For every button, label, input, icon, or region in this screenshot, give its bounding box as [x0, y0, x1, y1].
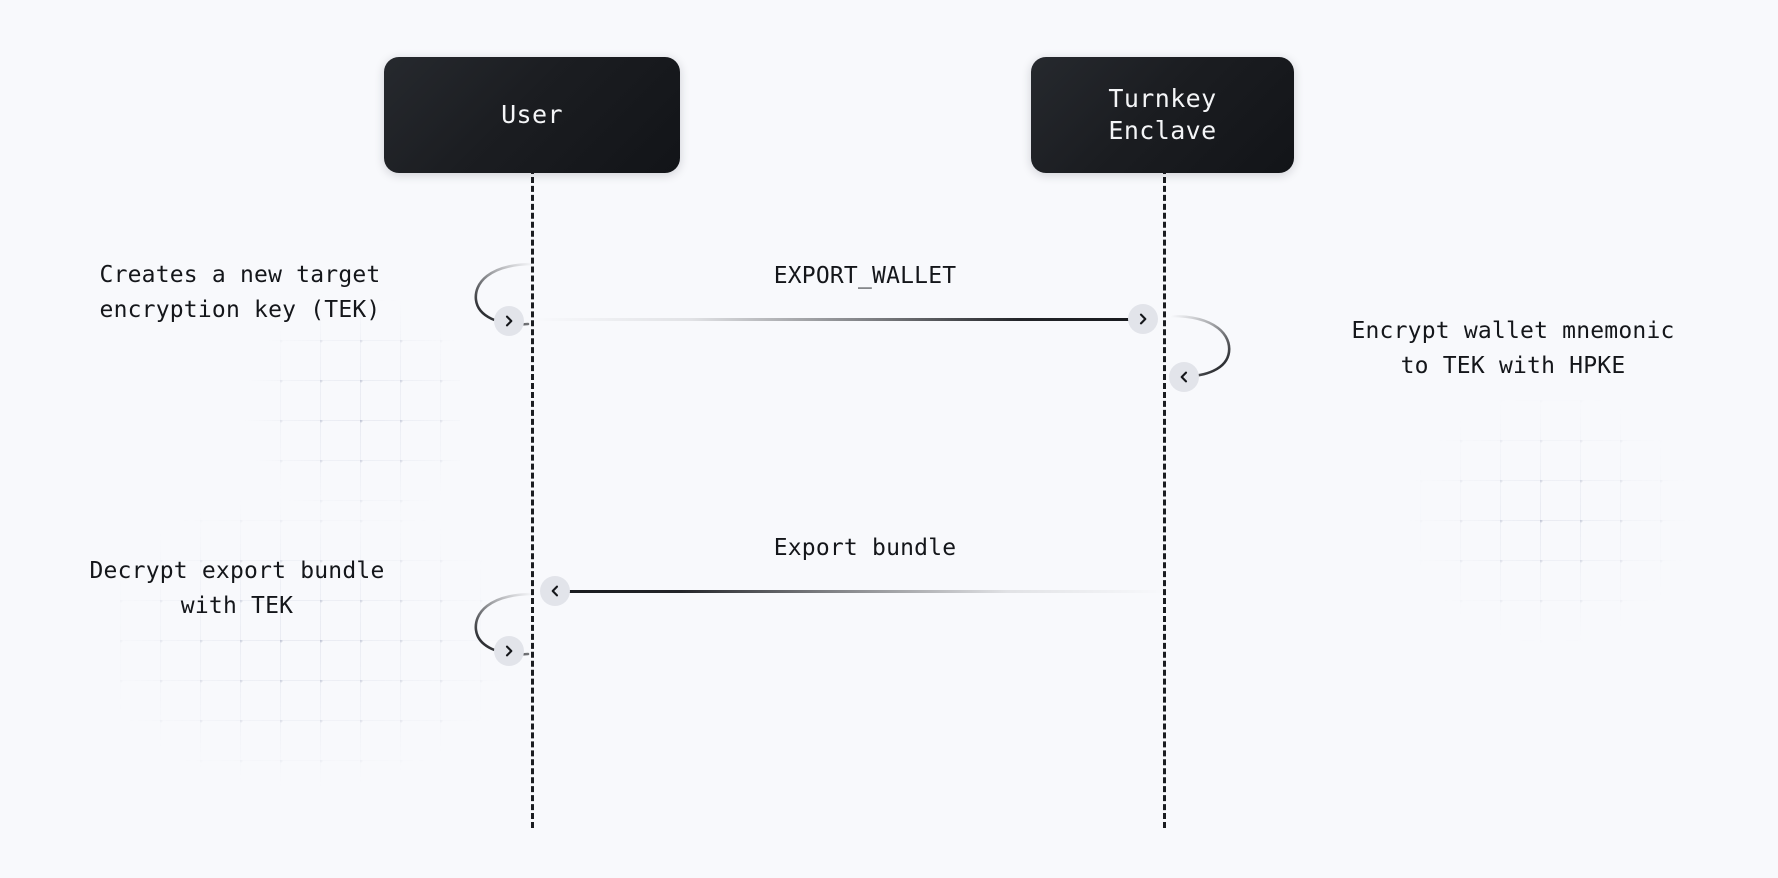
note-encrypt-mnemonic: Encrypt wallet mnemonic to TEK with HPKE: [1351, 318, 1675, 379]
chevron-right-icon: [494, 636, 524, 666]
note-decrypt-bundle: Decrypt export bundle with TEK: [89, 558, 385, 619]
message-line-export-wallet: [534, 318, 1140, 321]
actor-box-user[interactable]: User: [384, 57, 680, 173]
background-grid-pattern-left-upper: [200, 300, 460, 540]
lifeline-user: [531, 168, 534, 828]
background-grid-pattern-left-lower: [120, 480, 560, 800]
chevron-left-icon: [540, 576, 570, 606]
background-grid-pattern-right: [1380, 400, 1720, 680]
actor-box-enclave[interactable]: Turnkey Enclave: [1031, 57, 1294, 173]
chevron-right-icon: [494, 306, 524, 336]
actor-label-enclave: Turnkey Enclave: [1108, 84, 1217, 145]
actor-label-user: User: [501, 100, 563, 129]
note-create-tek: Creates a new target encryption key (TEK…: [99, 262, 381, 323]
message-label-export-bundle: Export bundle: [773, 535, 957, 561]
message-line-export-bundle: [558, 590, 1166, 593]
chevron-right-icon: [1128, 304, 1158, 334]
lifeline-enclave: [1163, 168, 1166, 828]
message-label-export-wallet: EXPORT_WALLET: [773, 263, 957, 289]
chevron-left-icon: [1169, 362, 1199, 392]
